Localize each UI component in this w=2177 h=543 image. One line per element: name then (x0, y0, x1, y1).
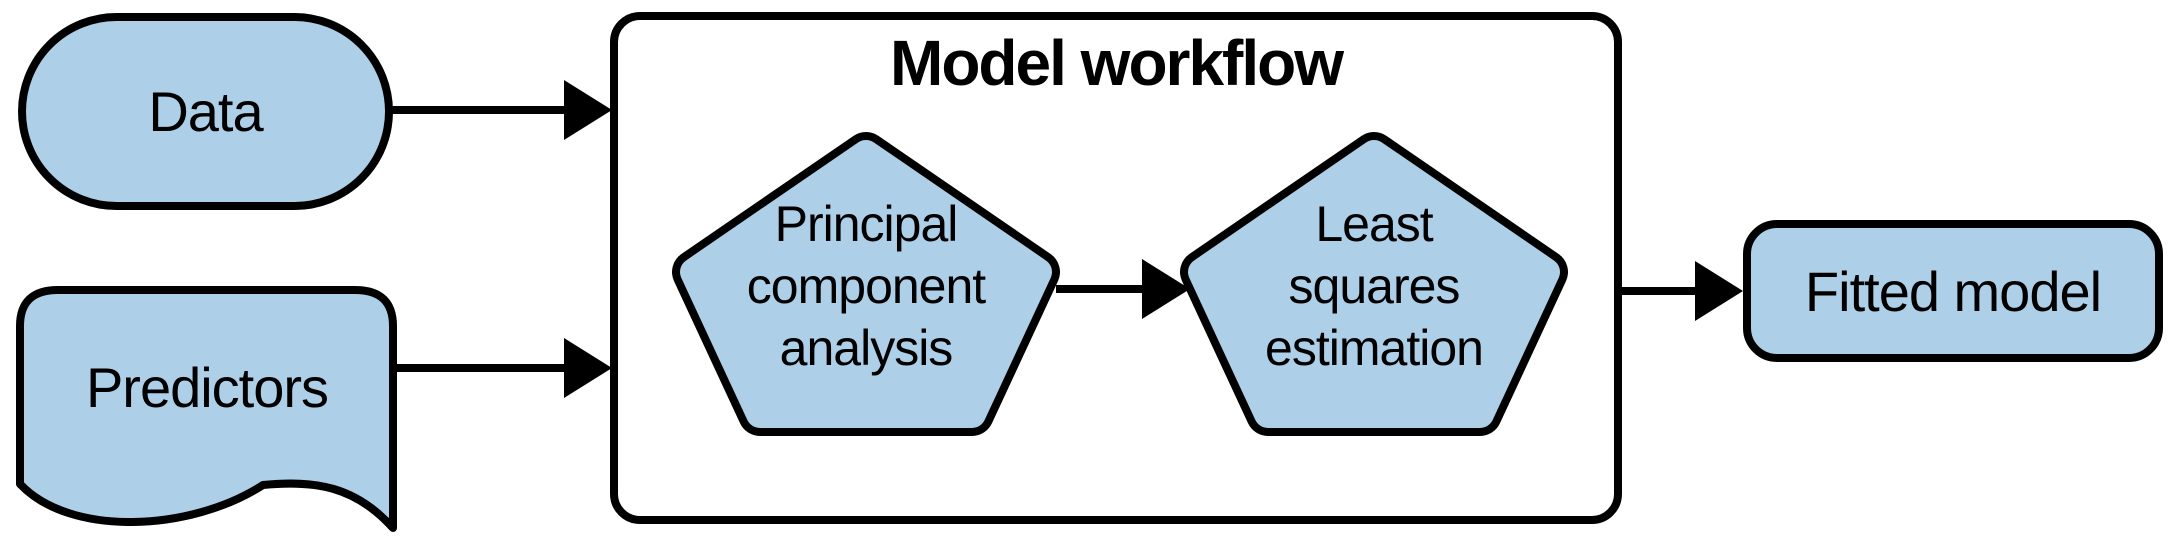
document-shape (16, 286, 397, 532)
fitted-model-node: Fitted model (1743, 220, 2163, 362)
lse-label-line-3: estimation (1265, 320, 1484, 376)
arrowhead-icon (564, 338, 612, 398)
lse-label-line-1: Least (1315, 196, 1433, 252)
least-squares-pentagon-label: Least squares estimation (1180, 193, 1568, 379)
arrow-shaft (1618, 287, 1700, 295)
arrow-shaft (390, 364, 568, 372)
lse-label-line-2: squares (1288, 258, 1461, 314)
arrowhead-icon (1695, 261, 1743, 321)
data-node-label: Data (148, 80, 263, 143)
arrow-shaft (1056, 285, 1146, 293)
pca-label-line-1: Principal (774, 196, 959, 252)
predictors-node: Predictors (15, 281, 399, 543)
pca-label-line-3: analysis (779, 320, 954, 376)
pca-pentagon-label: Principal component analysis (672, 193, 1060, 379)
pca-label-line-2: component (746, 258, 986, 314)
predictors-node-label: Predictors (85, 356, 329, 419)
least-squares-pentagon-node: Least squares estimation (1180, 126, 1568, 442)
data-node: Data (18, 13, 393, 210)
model-workflow-title: Model workflow (890, 27, 1344, 99)
arrowhead-icon (564, 80, 612, 140)
arrow-shaft (390, 106, 568, 114)
pentagon-shape (672, 132, 1060, 436)
pca-pentagon-node: Principal component analysis (672, 126, 1060, 442)
pentagon-shape (1180, 132, 1568, 436)
fitted-model-label: Fitted model (1804, 259, 2102, 323)
